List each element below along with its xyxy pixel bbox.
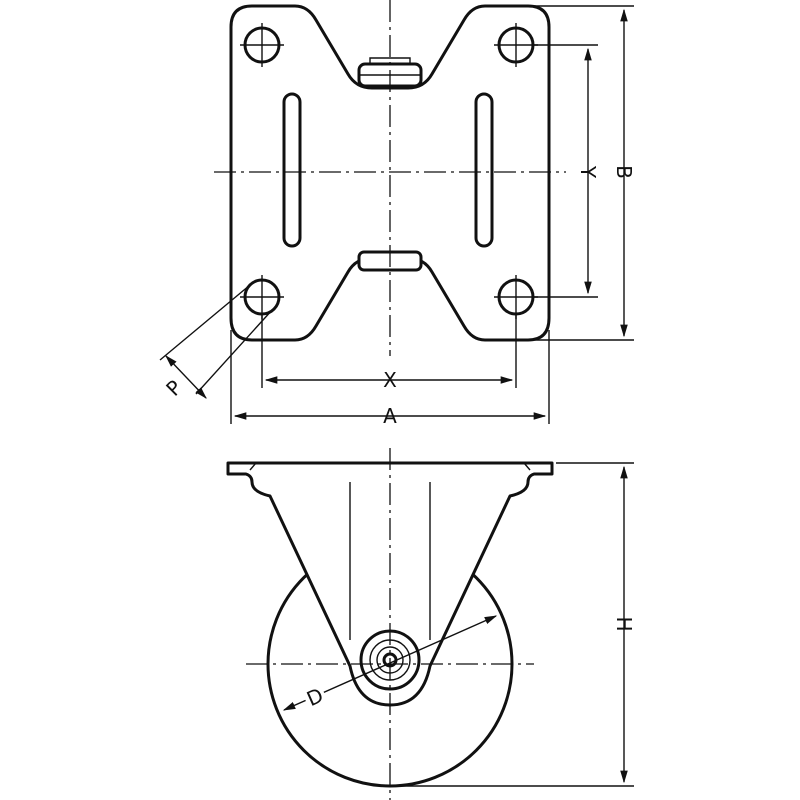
dimension-label-a: A xyxy=(383,404,397,428)
hole-center-marks xyxy=(240,23,538,319)
right-slot xyxy=(474,92,494,248)
y-extension-lines xyxy=(534,44,598,298)
d-label-backdrop xyxy=(301,682,329,712)
x-extension-lines xyxy=(261,314,517,388)
dimension-label-y: Y xyxy=(576,165,600,179)
b-extension-lines xyxy=(530,5,634,341)
dimension-label-b: B xyxy=(612,165,636,179)
side-view xyxy=(226,448,554,800)
p-extension-lines xyxy=(159,284,274,395)
top-view xyxy=(214,0,566,356)
h-extension-lines xyxy=(400,462,634,787)
left-slot xyxy=(282,92,302,248)
bracket-rib-lines xyxy=(349,482,431,640)
p-dimension-line xyxy=(165,355,207,399)
mounting-plate xyxy=(229,4,551,342)
dimension-label-h: H xyxy=(612,616,636,631)
a-extension-lines xyxy=(230,330,550,424)
bracket-flange-lines xyxy=(249,462,531,471)
side-view-dimensions: H D xyxy=(282,462,636,787)
dimension-label-p: P xyxy=(161,375,187,401)
dimension-label-x: X xyxy=(383,368,397,392)
